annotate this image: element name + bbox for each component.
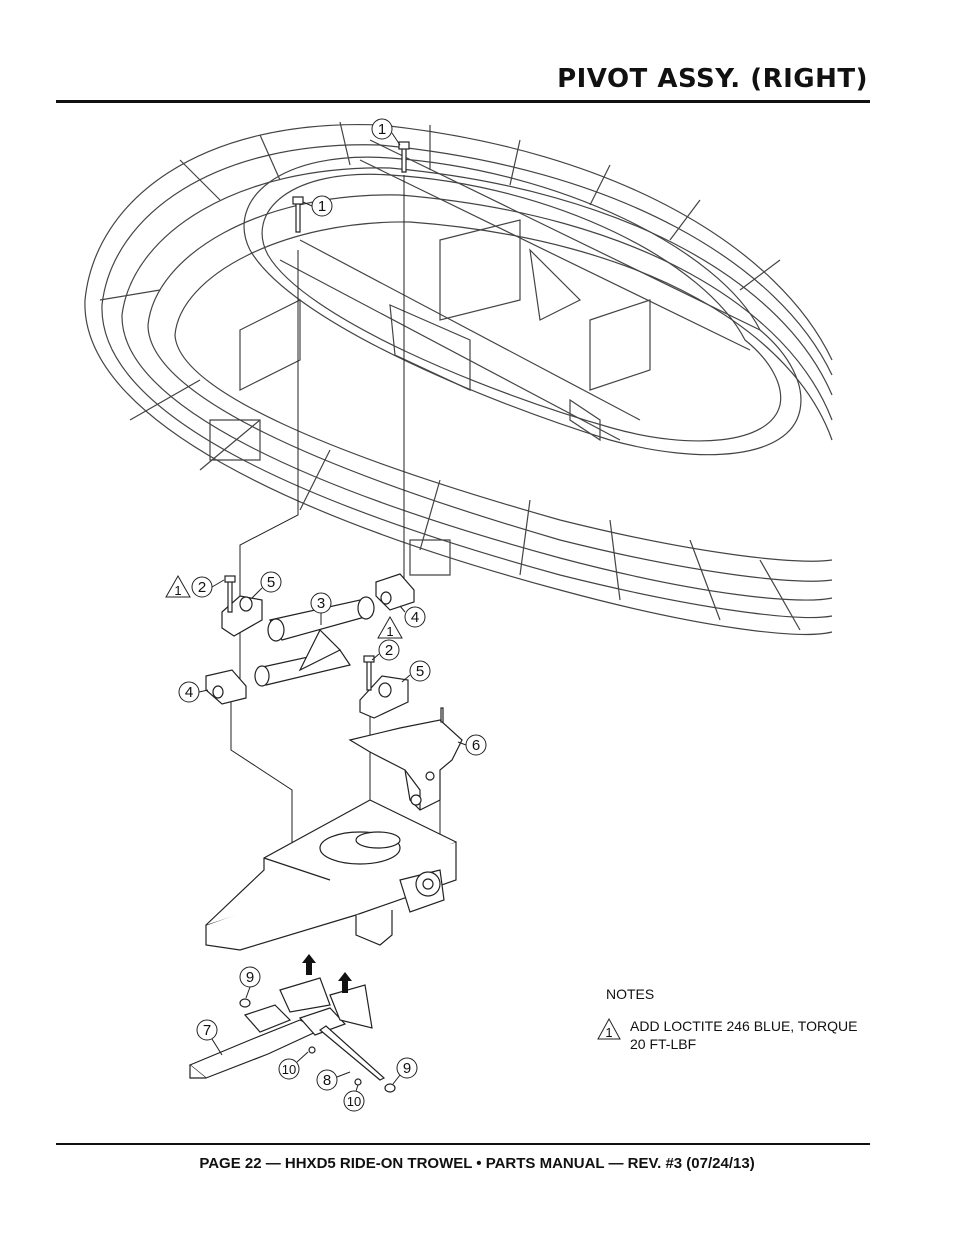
- callout-label: 3: [317, 595, 325, 612]
- callout-numbers: 1 1 2 5 3 1 4 1 2 4 5 6 9 7 10 8 9 10: [174, 121, 480, 1109]
- callout-2b: [378, 639, 400, 661]
- pivot-parts: [188, 141, 463, 1093]
- callout-label: 4: [411, 609, 419, 626]
- page-footer: PAGE 22 — HHXD5 RIDE-ON TROWEL • PARTS M…: [199, 1155, 755, 1172]
- note-triangle-icon: 1: [597, 1017, 621, 1040]
- callout-7: [196, 1019, 218, 1041]
- note-text: ADD LOCTITE 246 BLUE, TORQUE 20 FT-LBF: [630, 1018, 858, 1052]
- direction-arrows: [302, 954, 352, 993]
- note-triangle-markers: [165, 574, 403, 639]
- header-rule: [56, 100, 870, 103]
- callout-label: 9: [246, 969, 254, 986]
- callout-label: 10: [347, 1094, 361, 1109]
- note-triangle-label: 1: [174, 583, 181, 598]
- note-triangle-a: [165, 574, 191, 598]
- callout-label: 1: [378, 121, 386, 138]
- callout-1a: [371, 118, 393, 140]
- callout-label: 6: [472, 737, 480, 754]
- note-marker: 1: [605, 1025, 612, 1040]
- callout-label: 5: [267, 574, 275, 591]
- callout-label: 9: [403, 1060, 411, 1077]
- callout-10a: [278, 1058, 300, 1080]
- guard-ring-frame: [84, 121, 833, 635]
- callout-label: 2: [385, 642, 393, 659]
- callout-8: [316, 1069, 338, 1091]
- page-title: PIVOT ASSY. (RIGHT): [557, 64, 868, 94]
- callout-4a: [404, 606, 426, 628]
- callout-label: 8: [323, 1072, 331, 1089]
- notes-heading: NOTES: [606, 986, 655, 1002]
- note-triangle-b: [377, 615, 403, 639]
- callout-label: 1: [318, 198, 326, 215]
- callout-label: 7: [203, 1022, 211, 1039]
- callout-9b: [396, 1057, 418, 1079]
- callout-balloons: [178, 118, 487, 1112]
- footer-rule: [56, 1143, 870, 1145]
- callout-label: 5: [416, 663, 424, 680]
- callout-5b: [409, 660, 431, 682]
- callout-label: 2: [198, 579, 206, 596]
- callout-label: 10: [282, 1062, 296, 1077]
- callout-10b: [343, 1090, 365, 1112]
- note-triangle-label: 1: [386, 624, 393, 639]
- callout-5a: [260, 571, 282, 593]
- callout-label: 4: [185, 684, 193, 701]
